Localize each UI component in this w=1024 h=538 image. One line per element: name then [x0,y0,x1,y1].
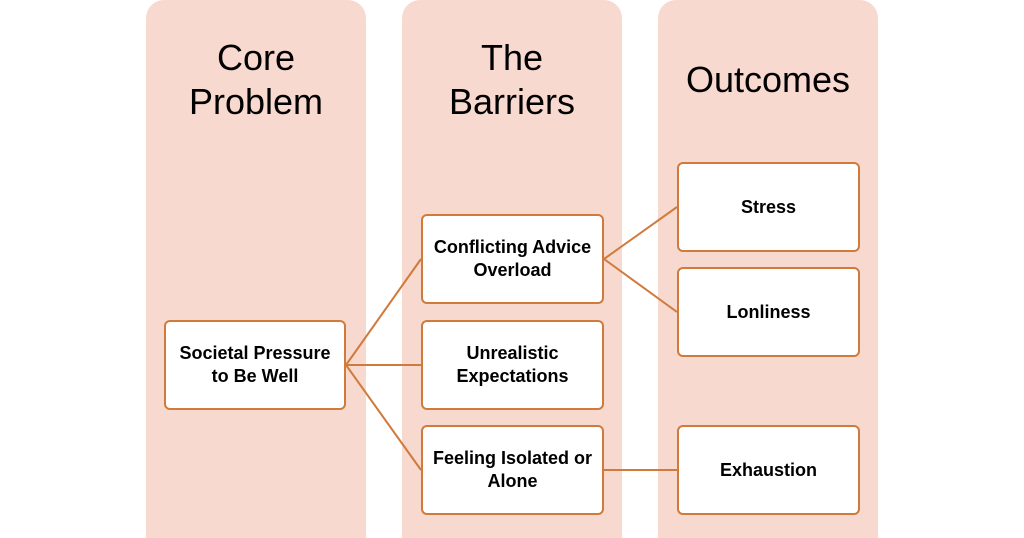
barriers-heading: The Barriers [448,37,576,122]
lonliness-box: Lonliness [677,267,860,357]
connector-conflicting_advice-to-lonliness [603,258,678,313]
exhaustion-box: Exhaustion [677,425,860,515]
unrealistic-expectations-box: Unrealistic Expectations [421,320,604,410]
conflicting-advice-label: Conflicting Advice Overload [433,237,592,280]
stress-box: Stress [677,162,860,252]
stress-label: Stress [740,196,797,217]
feeling-isolated-box: Feeling Isolated or Alone [421,425,604,515]
conflicting-advice-box: Conflicting Advice Overload [421,214,604,304]
core-problem-heading: Core Problem [188,37,324,122]
connector-core_problem-to-conflicting_advice [345,258,422,366]
connector-conflicting_advice-to-stress [603,206,678,260]
core-problem-column: Core Problem [146,0,366,538]
lonliness-label: Lonliness [726,301,811,322]
core-problem-label: Societal Pressure to Be Well [179,343,331,386]
unrealistic-expectations-label: Unrealistic Expectations [456,343,569,386]
connector-core_problem-to-feeling_isolated [345,364,422,471]
exhaustion-label: Exhaustion [719,459,817,480]
feeling-isolated-label: Feeling Isolated or Alone [432,448,593,491]
outcomes-heading: Outcomes [685,59,851,100]
core-problem-box: Societal Pressure to Be Well [164,320,346,410]
